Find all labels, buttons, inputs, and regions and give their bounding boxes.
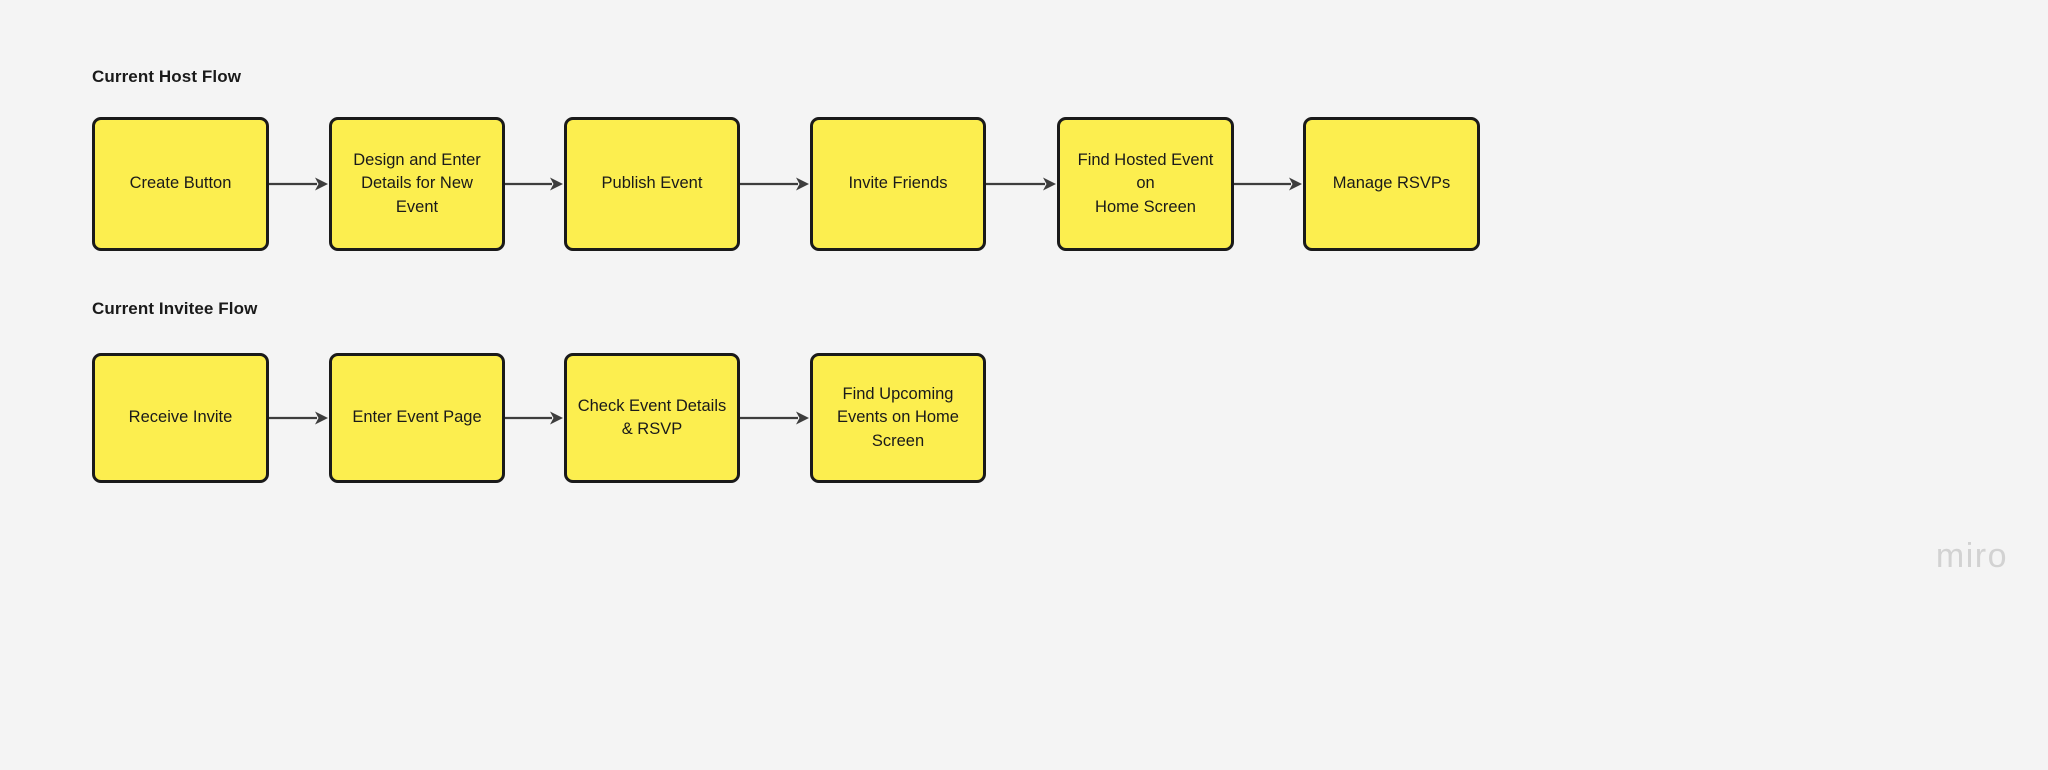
node-enter-event-page[interactable]: Enter Event Page (329, 353, 505, 483)
node-label-create-button: Create Button (129, 174, 232, 193)
arrow-host-arrow-5 (1234, 172, 1302, 196)
node-manage-rsvps[interactable]: Manage RSVPs (1303, 117, 1480, 251)
node-label-check-event-details: Check Event Details & RSVP (577, 396, 727, 438)
node-label-find-hosted-event: Find Hosted Event on Home Screen (1077, 150, 1214, 216)
node-label-publish-event: Publish Event (601, 174, 703, 193)
invitee-flow-title: Current Invitee Flow (92, 299, 258, 318)
node-check-event-details[interactable]: Check Event Details & RSVP (564, 353, 740, 483)
node-label-design-enter: Design and Enter Details for New Event (353, 150, 481, 216)
node-label-invite-friends: Invite Friends (848, 174, 948, 193)
node-find-upcoming[interactable]: Find Upcoming Events on Home Screen (810, 353, 986, 483)
node-label-receive-invite: Receive Invite (128, 408, 233, 427)
arrow-host-arrow-4 (986, 172, 1056, 196)
miro-watermark: miro (1935, 537, 2008, 575)
host-flow-title: Current Host Flow (92, 67, 242, 86)
node-find-hosted-event[interactable]: Find Hosted Event on Home Screen (1057, 117, 1234, 251)
arrow-invitee-arrow-2 (505, 406, 563, 430)
node-receive-invite[interactable]: Receive Invite (92, 353, 269, 483)
arrow-host-arrow-1 (269, 172, 328, 196)
node-invite-friends[interactable]: Invite Friends (810, 117, 986, 251)
arrow-invitee-arrow-1 (269, 406, 328, 430)
node-publish-event[interactable]: Publish Event (564, 117, 740, 251)
arrow-host-arrow-3 (740, 172, 809, 196)
node-create-button[interactable]: Create Button (92, 117, 269, 251)
node-label-find-upcoming: Find Upcoming Events on Home Screen (837, 384, 959, 450)
arrow-host-arrow-2 (505, 172, 563, 196)
node-label-enter-event-page: Enter Event Page (352, 408, 482, 427)
node-design-enter[interactable]: Design and Enter Details for New Event (329, 117, 505, 251)
node-label-manage-rsvps: Manage RSVPs (1332, 174, 1451, 193)
arrow-invitee-arrow-3 (740, 406, 809, 430)
